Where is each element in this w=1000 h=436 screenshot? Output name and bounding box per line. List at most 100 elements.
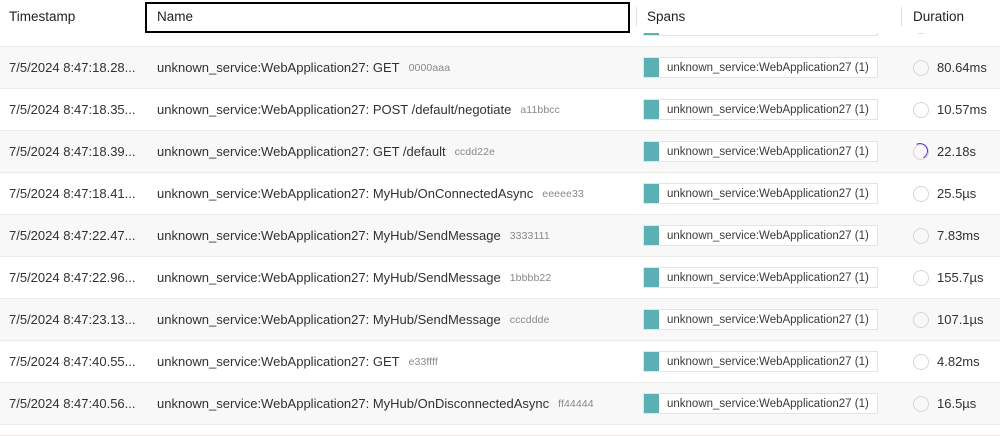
table-row[interactable]: 7/5/2024 8:46:58.31... unknown_service:We…: [0, 33, 1000, 47]
span-color-swatch: [644, 310, 659, 329]
cell-duration: 19.6µs: [913, 33, 998, 46]
column-divider-name-spans[interactable]: [636, 7, 637, 26]
span-chip[interactable]: unknown_service:WebApplication27 (1): [643, 267, 878, 288]
cell-spans: unknown_service:WebApplication27 (1): [643, 257, 893, 298]
circle-icon: [913, 185, 929, 202]
cell-name[interactable]: unknown_service:WebApplication27: MyHub/…: [157, 383, 627, 424]
cell-spans: unknown_service:WebApplication27 (1): [643, 299, 893, 340]
cell-name[interactable]: unknown_service:WebApplication27: MyHub/…: [157, 257, 627, 298]
column-header-timestamp-label: Timestamp: [9, 9, 76, 24]
trace-id-text: eeeee33: [542, 187, 584, 200]
span-color-swatch: [644, 33, 659, 35]
circle-icon: [913, 311, 929, 328]
trace-name-text: unknown_service:WebApplication27: MyHub/…: [157, 312, 501, 327]
cell-duration: 107.1µs: [913, 299, 998, 340]
table-row[interactable]: 7/5/2024 8:47:23.13... unknown_service:We…: [0, 299, 1000, 341]
cell-duration: 7.83ms: [913, 215, 998, 256]
circle-icon: [913, 269, 929, 286]
duration-text: 22.18s: [937, 144, 977, 159]
table-row[interactable]: 7/5/2024 8:47:40.55... unknown_service:We…: [0, 341, 1000, 383]
cell-timestamp: 7/5/2024 8:47:18.39...: [9, 131, 141, 172]
trace-id-text: 1bbbb22: [509, 271, 552, 284]
trace-id-text: ff44444: [558, 397, 594, 410]
timestamp-text: 7/5/2024 8:47:18.35...: [9, 102, 136, 117]
trace-name-text: unknown_service:WebApplication27: MyHub/…: [157, 186, 534, 201]
trace-name-text: unknown_service:WebApplication27: MyHub/…: [157, 228, 501, 243]
span-color-swatch: [644, 394, 659, 413]
cell-spans: unknown_service:WebApplication27 (1): [643, 341, 893, 382]
table-row[interactable]: 7/5/2024 8:47:22.96...unknown_service:We…: [0, 257, 1000, 299]
table-row[interactable]: 7/5/2024 8:47:18.41... unknown_service:We…: [0, 173, 1000, 215]
span-color-swatch: [644, 226, 659, 245]
timestamp-text: 7/5/2024 8:47:40.56...: [9, 396, 136, 411]
cell-name[interactable]: unknown_service:WebApplication27: C/OnDi…: [157, 33, 627, 46]
table-row[interactable]: 7/5/2024 8:47:18.39... unknown_service:We…: [0, 131, 1000, 173]
span-color-swatch: [644, 184, 659, 203]
circle-icon: [913, 59, 929, 76]
span-color-swatch: [644, 100, 659, 119]
duration-text: 25.5µs: [937, 186, 977, 201]
trace-id-text: ccdd22e: [454, 145, 495, 158]
cell-spans: unknown_service:WebApplication27 (1): [643, 131, 893, 172]
span-label-text: unknown_service:WebApplication27 (1): [659, 33, 877, 35]
column-header-timestamp[interactable]: Timestamp: [9, 0, 139, 33]
cell-name[interactable]: unknown_service:WebApplication27: GET /d…: [157, 131, 627, 172]
column-header-name[interactable]: Name: [157, 0, 617, 33]
timestamp-text: 7/5/2024 8:47:22.47...: [9, 228, 136, 243]
table-row[interactable]: 7/5/2024 8:47:22.47... unknown_service:We…: [0, 215, 1000, 257]
span-chip[interactable]: unknown_service:WebApplication27 (1): [643, 225, 878, 246]
grid-rows: 7/5/2024 8:46:58.31... unknown_service:We…: [0, 33, 1000, 425]
trace-id-text: 3333111: [509, 229, 550, 242]
cell-name[interactable]: unknown_service:WebApplication27: POST /…: [157, 89, 627, 130]
span-chip[interactable]: unknown_service:WebApplication27 (1): [643, 57, 878, 78]
duration-text: 4.82ms: [937, 354, 980, 369]
trace-id-text: 0000aaa: [408, 61, 451, 74]
column-header-spans[interactable]: Spans: [647, 0, 887, 33]
cell-timestamp: 7/5/2024 8:47:18.41...: [9, 173, 141, 214]
cell-name[interactable]: unknown_service:WebApplication27: MyHub/…: [157, 299, 627, 340]
cell-name[interactable]: unknown_service:WebApplication27: MyHub/…: [157, 173, 627, 214]
trace-name-text: unknown_service:WebApplication27: GET: [157, 354, 400, 369]
span-chip[interactable]: unknown_service:WebApplication27 (1): [643, 183, 878, 204]
cell-spans: unknown_service:WebApplication27 (1): [643, 89, 893, 130]
cell-timestamp: 7/5/2024 8:47:18.35...: [9, 89, 141, 130]
column-divider-timestamp-name[interactable]: [146, 7, 147, 26]
trace-name-text: unknown_service:WebApplication27: MyHub/…: [157, 396, 550, 411]
span-label-text: unknown_service:WebApplication27 (1): [667, 229, 869, 242]
cell-timestamp: 7/5/2024 8:47:40.56...: [9, 383, 141, 424]
table-row[interactable]: 7/5/2024 8:47:18.28... unknown_service:We…: [0, 47, 1000, 89]
column-header-duration[interactable]: Duration: [913, 0, 993, 33]
cell-timestamp: 7/5/2024 8:47:18.28...: [9, 47, 141, 88]
table-row[interactable]: 7/5/2024 8:47:18.35... unknown_service:We…: [0, 89, 1000, 131]
cell-spans: unknown_service:WebApplication27 (1): [643, 383, 893, 424]
span-color-swatch: [644, 142, 659, 161]
column-header-spans-label: Spans: [647, 9, 686, 24]
cell-timestamp: 7/5/2024 8:47:40.55...: [9, 341, 141, 382]
trace-name-text: unknown_service:WebApplication27: POST /…: [157, 102, 512, 117]
span-chip[interactable]: unknown_service:WebApplication27 (1): [643, 99, 878, 120]
timestamp-text: 7/5/2024 8:47:23.13...: [9, 312, 136, 327]
cell-spans: unknown_service:WebApplication27 (1): [643, 33, 893, 46]
cell-duration: 16.5µs: [913, 383, 998, 424]
span-label-text: unknown_service:WebApplication27 (1): [667, 355, 869, 368]
trace-id-text: cccddde: [509, 313, 550, 326]
cell-timestamp: 7/5/2024 8:46:58.31...: [9, 33, 141, 46]
span-chip[interactable]: unknown_service:WebApplication27 (1): [643, 33, 878, 36]
timestamp-text: 7/5/2024 8:47:40.55...: [9, 354, 136, 369]
cell-name[interactable]: unknown_service:WebApplication27: MyHub/…: [157, 215, 627, 256]
column-divider-spans-duration[interactable]: [901, 7, 902, 26]
span-chip[interactable]: unknown_service:WebApplication27 (1): [643, 309, 878, 330]
grid-body[interactable]: 7/5/2024 8:46:58.31... unknown_service:We…: [0, 33, 1000, 436]
cell-spans: unknown_service:WebApplication27 (1): [643, 215, 893, 256]
cell-duration: 4.82ms: [913, 341, 998, 382]
span-chip[interactable]: unknown_service:WebApplication27 (1): [643, 351, 878, 372]
timestamp-text: 7/5/2024 8:47:18.28...: [9, 60, 136, 75]
table-row[interactable]: 7/5/2024 8:47:40.56... unknown_service:We…: [0, 383, 1000, 425]
span-chip[interactable]: unknown_service:WebApplication27 (1): [643, 141, 878, 162]
span-chip[interactable]: unknown_service:WebApplication27 (1): [643, 393, 878, 414]
trace-name-text: unknown_service:WebApplication27: MyHub/…: [157, 270, 501, 285]
cell-timestamp: 7/5/2024 8:47:23.13...: [9, 299, 141, 340]
cell-timestamp: 7/5/2024 8:47:22.47...: [9, 215, 141, 256]
